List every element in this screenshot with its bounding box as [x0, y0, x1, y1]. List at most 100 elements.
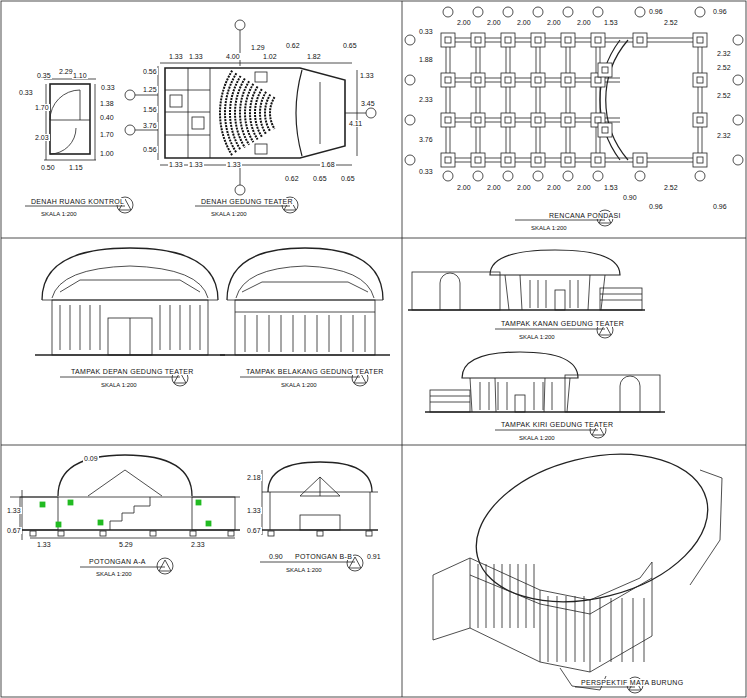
foundation-plan: [566, 40, 567, 160]
drawing-title: DENAH RUANG KONTROL: [30, 198, 125, 205]
dimension-value: 2.00: [456, 19, 472, 26]
foundation-plan: [471, 153, 485, 167]
dimension-value: 1.33: [168, 53, 184, 60]
foundation-plan: [635, 171, 645, 181]
dimension-value: 1.10: [72, 72, 88, 79]
rear-elevation: [235, 300, 375, 355]
foundation-plan: [602, 127, 608, 133]
seating-rows: [265, 94, 270, 131]
bird-eye-perspective: [433, 432, 723, 690]
foundation-plan: [506, 40, 507, 160]
control-room-plan: [50, 90, 80, 120]
dimension-value: 2.00: [576, 184, 592, 191]
theater-plan: [160, 63, 352, 64]
bird-eye-perspective: [540, 604, 590, 614]
right-elevation: [440, 273, 460, 310]
seating-rows: [260, 92, 266, 134]
rear-elevation: [235, 312, 375, 313]
foundation-plan: [473, 7, 483, 17]
dimension-value: 0.62: [285, 42, 301, 49]
section-b-b: [320, 477, 321, 496]
drawing-title: POTONGAN B-B: [294, 553, 353, 560]
seating-rows: [230, 76, 241, 150]
control-room-plan: [50, 84, 90, 154]
sheet-frame: [1, 445, 746, 446]
window-mullions: [575, 596, 576, 662]
seating-rows: [270, 97, 275, 129]
foundation-plan: [405, 35, 415, 45]
marker-green: [206, 521, 211, 526]
foundation-plan: [471, 113, 485, 127]
scale-note: SKALA 1:200: [285, 567, 323, 573]
dimension-value: 1.33: [188, 161, 204, 168]
foundation-plan: [535, 117, 541, 123]
left-elevation: [565, 375, 660, 412]
drawing-title: PERSPEKTIF MATA BURUNG: [580, 679, 684, 686]
theater-plan: [125, 90, 135, 100]
left-elevation: [620, 376, 640, 412]
foundation-plan: [602, 67, 608, 73]
seating-rows: [255, 89, 262, 137]
dimension-value: 0.35: [36, 72, 52, 79]
foundation-plan: [565, 157, 571, 163]
foundation-plan: [733, 35, 743, 45]
foundation-plan: [445, 117, 451, 123]
section-a-a: [10, 529, 240, 530]
foundation-plan: [635, 7, 645, 17]
foundation-plan: [476, 40, 477, 160]
foundation-plan: [565, 77, 571, 83]
foundation-plan: [561, 73, 575, 87]
window-mullions: [611, 598, 612, 662]
dimension-value: 2.33: [190, 541, 206, 548]
window-mullions: [578, 280, 579, 308]
foundation-plan: [533, 7, 543, 17]
front-elevation: [108, 318, 152, 355]
section-a-a: [10, 455, 240, 540]
foundation-plan: [450, 40, 451, 160]
drawing-title: TAMPAK KANAN GEDUNG TEATER: [500, 320, 625, 327]
theater-plan: [240, 167, 241, 185]
section-a-a: [20, 497, 58, 530]
sheet-frame: [1, 238, 746, 239]
dimension-value: 0.40: [99, 114, 115, 121]
foundation-plan: [697, 157, 703, 163]
window-mullions: [70, 305, 71, 350]
dimension-value: 1.70: [34, 104, 50, 111]
right-elevation: [412, 272, 500, 310]
section-a-a: [88, 470, 162, 496]
scale-symbols: [80, 567, 165, 568]
foundation-plan: [535, 37, 541, 43]
dimension-value: 1.33: [226, 161, 242, 168]
section-a-a: [30, 538, 235, 539]
dimension-value: 1.56: [142, 106, 158, 113]
theater-plan: [125, 125, 135, 135]
left-elevation: [515, 395, 525, 412]
theater-plan: [188, 68, 189, 158]
left-elevation: [462, 352, 578, 378]
window-mullions: [510, 564, 511, 628]
front-elevation: [42, 248, 218, 300]
window-mullions: [498, 382, 499, 410]
foundation-plan: [531, 113, 545, 127]
window-mullions: [548, 596, 549, 662]
foundation-plan: [593, 171, 603, 181]
window-mullions: [584, 596, 585, 662]
marker-green: [40, 502, 45, 507]
dimension-value: 1.25: [142, 86, 158, 93]
window-mullions: [486, 564, 487, 628]
dimension-value: 0.56: [142, 68, 158, 75]
window-mullions: [353, 315, 354, 352]
seating-rows: [240, 81, 249, 145]
section-a-a: [30, 531, 36, 536]
dimension-value: 2.52: [663, 19, 679, 26]
foundation-plan: [540, 40, 541, 160]
dimension-value: 0.50: [40, 164, 56, 171]
foundation-plan: [697, 117, 703, 123]
window-mullions: [80, 305, 81, 350]
dimension-value: 1.53: [603, 19, 619, 26]
dimension-value: 2.00: [546, 184, 562, 191]
window-mullions: [546, 280, 547, 308]
drawing-title: TAMPAK KIRI GEDUNG TEATER: [500, 421, 614, 428]
dimension-value: 0.65: [342, 42, 358, 49]
dimension-value: 0.62: [284, 175, 300, 182]
